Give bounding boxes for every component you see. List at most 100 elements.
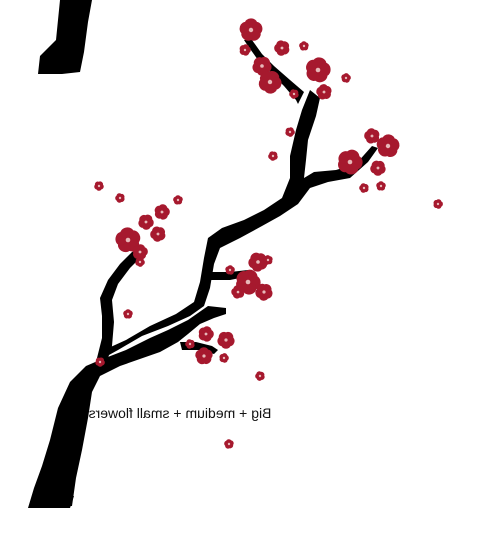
petal xyxy=(338,151,351,164)
petal xyxy=(269,151,275,156)
flower-center xyxy=(258,374,262,378)
flower-center xyxy=(176,198,180,202)
blossom-flower xyxy=(376,134,400,158)
flower-center xyxy=(322,90,326,94)
flower-center xyxy=(379,184,383,188)
flower-center xyxy=(256,260,260,264)
blossom-flower xyxy=(239,18,263,41)
flower-center xyxy=(271,154,275,158)
blossom-cluster xyxy=(94,18,443,449)
petal xyxy=(376,137,388,150)
petal xyxy=(233,285,241,292)
blossom-flower xyxy=(239,44,251,56)
blossom-flower xyxy=(316,84,332,100)
branch-stub xyxy=(38,0,92,74)
blossom-flower xyxy=(341,73,351,83)
flower-center xyxy=(280,46,284,50)
blossom-flower xyxy=(263,255,273,265)
blossom-flower xyxy=(252,56,272,76)
petal xyxy=(123,310,128,316)
flower-center xyxy=(125,237,131,243)
petal xyxy=(120,227,134,239)
trunk xyxy=(28,306,226,508)
flower-center xyxy=(436,202,440,206)
flower-center xyxy=(315,67,321,73)
flower-center xyxy=(156,232,160,236)
petal xyxy=(139,214,147,223)
flower-center xyxy=(138,260,142,264)
flower-center xyxy=(267,79,273,85)
petal xyxy=(319,84,328,92)
left-branch xyxy=(96,248,142,364)
flower-center xyxy=(302,44,306,48)
blossom-flower xyxy=(219,353,229,363)
blossom-flower xyxy=(138,214,154,230)
flower-center xyxy=(385,143,391,149)
petal xyxy=(152,226,161,234)
blossom-flower xyxy=(217,331,235,349)
trunk-base xyxy=(28,496,74,508)
flower-center xyxy=(370,134,374,138)
flower-center xyxy=(204,332,208,336)
petal xyxy=(250,252,261,262)
petal xyxy=(226,439,232,444)
caption-text: Big + medium + small flowers xyxy=(88,405,272,421)
blossom-flower xyxy=(135,257,145,267)
blossom-flower xyxy=(115,193,125,203)
petal xyxy=(116,193,122,198)
petal xyxy=(225,266,230,272)
blossom-flower xyxy=(198,326,214,342)
blossom-flower xyxy=(255,371,265,381)
blossom-flower xyxy=(338,149,363,175)
blossom-flower xyxy=(94,181,104,191)
petal xyxy=(366,128,376,136)
petal xyxy=(306,59,318,73)
flower-center xyxy=(97,184,101,188)
flower-center xyxy=(243,48,247,52)
petal xyxy=(301,41,307,46)
blossom-flower xyxy=(195,347,213,365)
flower-center xyxy=(188,342,192,346)
flower-center xyxy=(266,258,270,262)
flower-center xyxy=(126,312,130,316)
flower-center xyxy=(202,354,206,358)
petal xyxy=(239,45,246,52)
blossom-flower xyxy=(173,195,183,205)
blossom-flower xyxy=(154,204,170,220)
blossom-flower xyxy=(274,40,290,56)
petal xyxy=(236,271,249,284)
blossom-flower xyxy=(225,265,235,275)
flower-center xyxy=(98,360,102,364)
petal xyxy=(186,339,192,344)
blossom-flower xyxy=(255,283,273,301)
blossom-flower xyxy=(306,57,331,83)
blossom-flower xyxy=(364,128,380,144)
petal xyxy=(371,160,380,168)
petal xyxy=(239,21,250,35)
flower-center xyxy=(118,196,122,200)
petal xyxy=(341,74,346,80)
petal xyxy=(199,347,209,355)
petal xyxy=(132,245,140,254)
petal xyxy=(259,71,272,83)
petal xyxy=(276,40,285,48)
flower-center xyxy=(376,166,380,170)
blossom-flower xyxy=(359,183,369,193)
flower-center xyxy=(344,76,348,80)
blossom-flower xyxy=(224,439,234,449)
flower-center xyxy=(228,268,232,272)
blossom-flower xyxy=(376,181,386,191)
blossom-flower xyxy=(289,89,299,99)
petal xyxy=(290,89,296,94)
flower-center xyxy=(224,338,228,342)
flower-center xyxy=(227,442,231,446)
blossom-flower xyxy=(236,269,261,295)
flower-center xyxy=(260,64,264,68)
main-limb xyxy=(100,90,378,360)
petal xyxy=(219,354,224,359)
blossom-flower xyxy=(123,309,133,319)
petal xyxy=(218,331,228,341)
flower-center xyxy=(144,220,148,224)
flower-center xyxy=(236,290,240,294)
blossom-flower xyxy=(433,199,443,209)
